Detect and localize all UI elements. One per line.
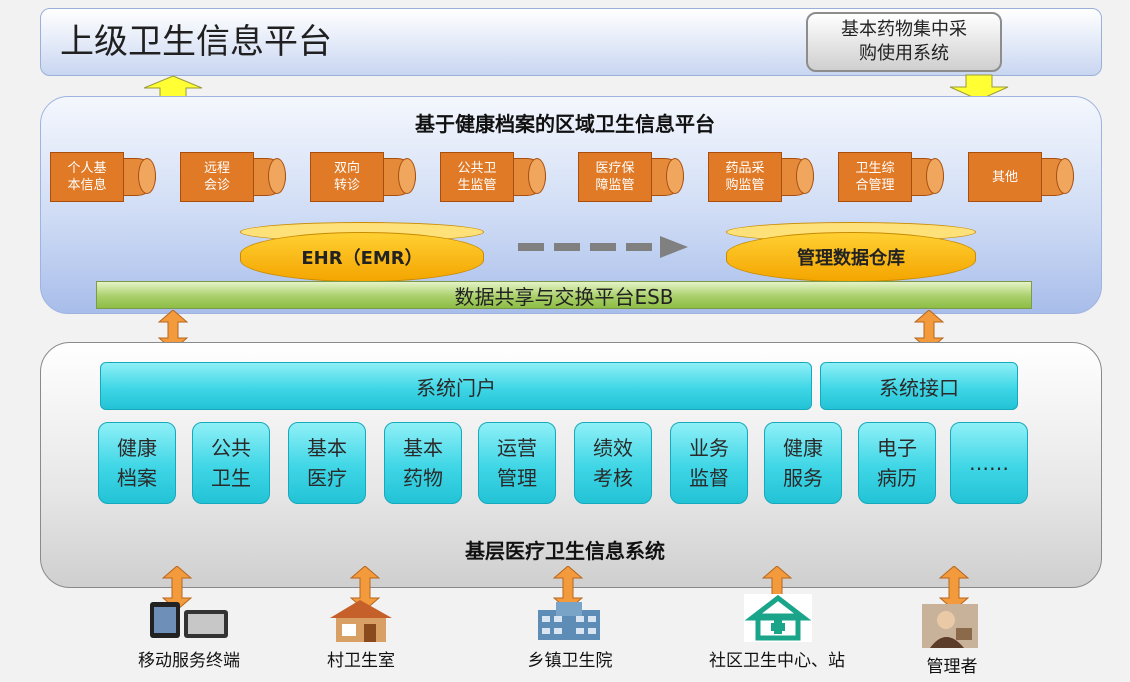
module-referral: 双向转诊 (310, 152, 416, 202)
module-personal-info: 个人基本信息 (50, 152, 156, 202)
tile-text: 公共 (211, 436, 251, 460)
module-box: 个人基本信息 (50, 152, 124, 202)
dashed-arrow-icon (518, 236, 688, 258)
module-text: 个人基 (67, 161, 107, 176)
tile-operations: 运营管理 (478, 422, 556, 504)
bidirectional-arrow-icon (350, 566, 380, 610)
module-text: 双向 (333, 161, 360, 176)
tile-text: 卫生 (211, 466, 251, 490)
community-center-icon (744, 594, 812, 642)
module-remote-consult: 远程会诊 (180, 152, 286, 202)
module-text: 会诊 (203, 178, 230, 193)
tile-performance: 绩效考核 (574, 422, 652, 504)
tile-text: 病历 (877, 466, 917, 490)
tile-text: 管理 (497, 466, 537, 490)
module-text: 其他 (991, 169, 1018, 185)
module-text: 药品采 (725, 161, 765, 176)
procurement-line: 购使用系统 (859, 43, 949, 64)
tile-public-health: 公共卫生 (192, 422, 270, 504)
tile-text: 监督 (689, 466, 729, 490)
mobile-terminal-icon (150, 602, 228, 638)
module-text: 合管理 (855, 178, 895, 193)
grassroots-system-title: 基层医疗卫生信息系统 (465, 539, 665, 563)
warehouse-label: 管理数据仓库 (726, 232, 976, 282)
module-box: 公共卫生监管 (440, 152, 514, 202)
tile-text: 服务 (783, 466, 823, 490)
regional-platform-title: 基于健康档案的区域卫生信息平台 (415, 112, 715, 136)
module-other: 其他 (968, 152, 1074, 202)
esb-bar: 数据共享与交换平台ESB (96, 281, 1032, 309)
module-box: 药品采购监管 (708, 152, 782, 202)
manager-icon (922, 604, 978, 648)
module-text: 购监管 (725, 178, 765, 193)
tile-text: …… (969, 451, 1009, 475)
tile-text: 考核 (593, 466, 633, 490)
endpoint-label: 移动服务终端 (138, 651, 240, 671)
endpoint-label: 乡镇卫生院 (527, 651, 613, 671)
tile-text: 电子 (877, 436, 917, 460)
procurement-line: 基本药物集中采 (841, 19, 967, 40)
warehouse-database: 管理数据仓库 (726, 222, 976, 282)
tile-text: 药物 (403, 466, 443, 490)
module-box: 其他 (968, 152, 1042, 202)
module-public-health: 公共卫生监管 (440, 152, 546, 202)
tile-basic-drugs: 基本药物 (384, 422, 462, 504)
down-arrow-yellow (949, 74, 1009, 101)
module-drug-procurement: 药品采购监管 (708, 152, 814, 202)
module-box: 医疗保障监管 (578, 152, 652, 202)
tile-more: …… (950, 422, 1028, 504)
tile-text: 绩效 (593, 436, 633, 460)
tile-text: 健康 (117, 436, 157, 460)
module-text: 医疗保 (595, 161, 635, 176)
tile-text: 健康 (783, 436, 823, 460)
bidirectional-arrow-icon (158, 310, 188, 350)
module-text: 公共卫 (457, 161, 497, 176)
upper-platform-title: 上级卫生信息平台 (60, 22, 332, 62)
tile-text: 医疗 (307, 466, 347, 490)
module-text: 本信息 (67, 178, 107, 193)
village-clinic-icon (330, 600, 392, 642)
tile-text: 运营 (497, 436, 537, 460)
ehr-label: EHR（EMR） (240, 232, 484, 282)
tile-text: 业务 (689, 436, 729, 460)
tile-text: 基本 (307, 436, 347, 460)
township-hospital-icon (538, 602, 600, 640)
endpoint-label: 社区卫生中心、站 (709, 651, 845, 671)
tile-emr: 电子病历 (858, 422, 936, 504)
module-text: 卫生综 (855, 161, 895, 176)
module-box: 远程会诊 (180, 152, 254, 202)
bidirectional-arrow-icon (939, 566, 969, 610)
bidirectional-arrow-icon (553, 566, 583, 610)
endpoint-label: 管理者 (926, 657, 978, 677)
bidirectional-arrow-icon (162, 566, 192, 610)
tile-health-services: 健康服务 (764, 422, 842, 504)
endpoint-label: 村卫生室 (327, 651, 395, 671)
procurement-system-box: 基本药物集中采 购使用系统 (806, 12, 1002, 72)
module-box: 卫生综合管理 (838, 152, 912, 202)
system-portal: 系统门户 (100, 362, 812, 410)
bidirectional-arrow-icon (914, 310, 944, 350)
module-text: 转诊 (333, 178, 360, 193)
module-health-admin: 卫生综合管理 (838, 152, 944, 202)
module-text: 生监管 (457, 178, 497, 193)
tile-text: 基本 (403, 436, 443, 460)
tile-supervision: 业务监督 (670, 422, 748, 504)
module-text: 障监管 (595, 178, 635, 193)
module-insurance: 医疗保障监管 (578, 152, 684, 202)
tile-basic-medical: 基本医疗 (288, 422, 366, 504)
module-text: 远程 (203, 161, 230, 176)
system-interface: 系统接口 (820, 362, 1018, 410)
tile-health-records: 健康档案 (98, 422, 176, 504)
module-box: 双向转诊 (310, 152, 384, 202)
tile-text: 档案 (117, 466, 157, 490)
ehr-database: EHR（EMR） (240, 222, 484, 282)
